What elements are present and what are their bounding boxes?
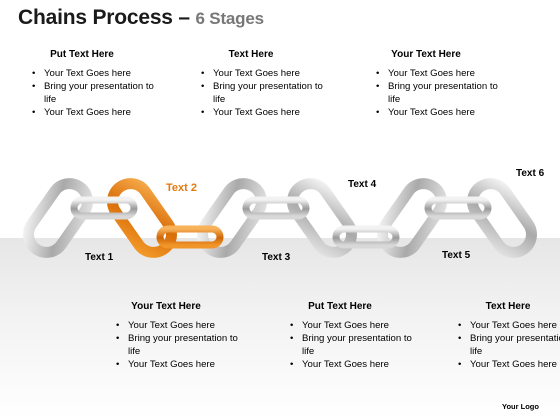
list-item: Your Text Goes here	[288, 358, 418, 371]
title-subtitle: 6 Stages	[195, 9, 265, 28]
stage-label-5: Text 5	[442, 250, 471, 261]
logo-text: Your Logo	[502, 402, 539, 411]
list-item: Your Text Goes here	[456, 358, 560, 371]
list-item: Your Text Goes here	[374, 106, 504, 119]
list-item: Your Text Goes here	[30, 67, 160, 80]
chain-link-3	[197, 178, 267, 258]
list-item: Your Text Goes here	[456, 319, 560, 332]
text-block-bottom-2: Put Text Here Your Text Goes here Bring …	[288, 300, 418, 371]
connector-link-5	[424, 196, 492, 220]
title-main: Chains Process	[18, 6, 173, 29]
stage-label-6: Text 6	[516, 168, 545, 179]
list-item: Your Text Goes here	[199, 67, 329, 80]
text-block-top-1: Put Text Here Your Text Goes here Bring …	[30, 48, 160, 119]
text-block-bottom-1: Your Text Here Your Text Goes here Bring…	[114, 300, 244, 371]
text-block-top-2: Text Here Your Text Goes here Bring your…	[199, 48, 329, 119]
chain-link-1	[23, 178, 93, 258]
list-item: Your Text Goes here	[288, 319, 418, 332]
list-item: Bring your presentation to life	[114, 332, 244, 358]
list-item: Bring your presentation to life	[288, 332, 418, 358]
list-item: Your Text Goes here	[114, 358, 244, 371]
stage-label-1: Text 1	[85, 252, 114, 263]
chain-link-2	[107, 178, 177, 258]
list-item: Bring your presentation to life	[199, 80, 329, 106]
list-item: Bring your presentation to life	[30, 80, 160, 106]
connector-link-2	[156, 225, 224, 249]
list-item: Your Text Goes here	[374, 67, 504, 80]
list-item: Your Text Goes here	[30, 106, 160, 119]
list-item: Bring your presentation to life	[456, 332, 560, 358]
connector-link-4	[332, 225, 400, 249]
connector-link-1	[70, 196, 138, 220]
block-heading: Put Text Here	[50, 49, 114, 60]
list-item: Your Text Goes here	[114, 319, 244, 332]
list-item: Bring your presentation to life	[374, 80, 504, 106]
text-block-top-3: Your Text Here Your Text Goes here Bring…	[374, 48, 504, 119]
block-heading: Put Text Here	[308, 301, 372, 312]
chain-link-5	[377, 178, 447, 258]
page-title: Chains Process – 6 Stages	[18, 6, 264, 30]
stage-label-4: Text 4	[348, 179, 377, 190]
title-dash: –	[172, 6, 196, 29]
block-heading: Your Text Here	[131, 301, 201, 312]
block-heading: Text Here	[485, 301, 531, 312]
block-heading: Text Here	[228, 49, 274, 60]
text-block-bottom-3: Text Here Your Text Goes here Bring your…	[456, 300, 560, 371]
list-item: Your Text Goes here	[199, 106, 329, 119]
chain-link-6	[467, 178, 537, 258]
stage-label-3: Text 3	[262, 252, 291, 263]
chain-link-4	[287, 178, 357, 258]
connector-link-3	[242, 196, 310, 220]
block-heading: Your Text Here	[391, 49, 461, 60]
stage-label-2: Text 2	[166, 182, 197, 194]
